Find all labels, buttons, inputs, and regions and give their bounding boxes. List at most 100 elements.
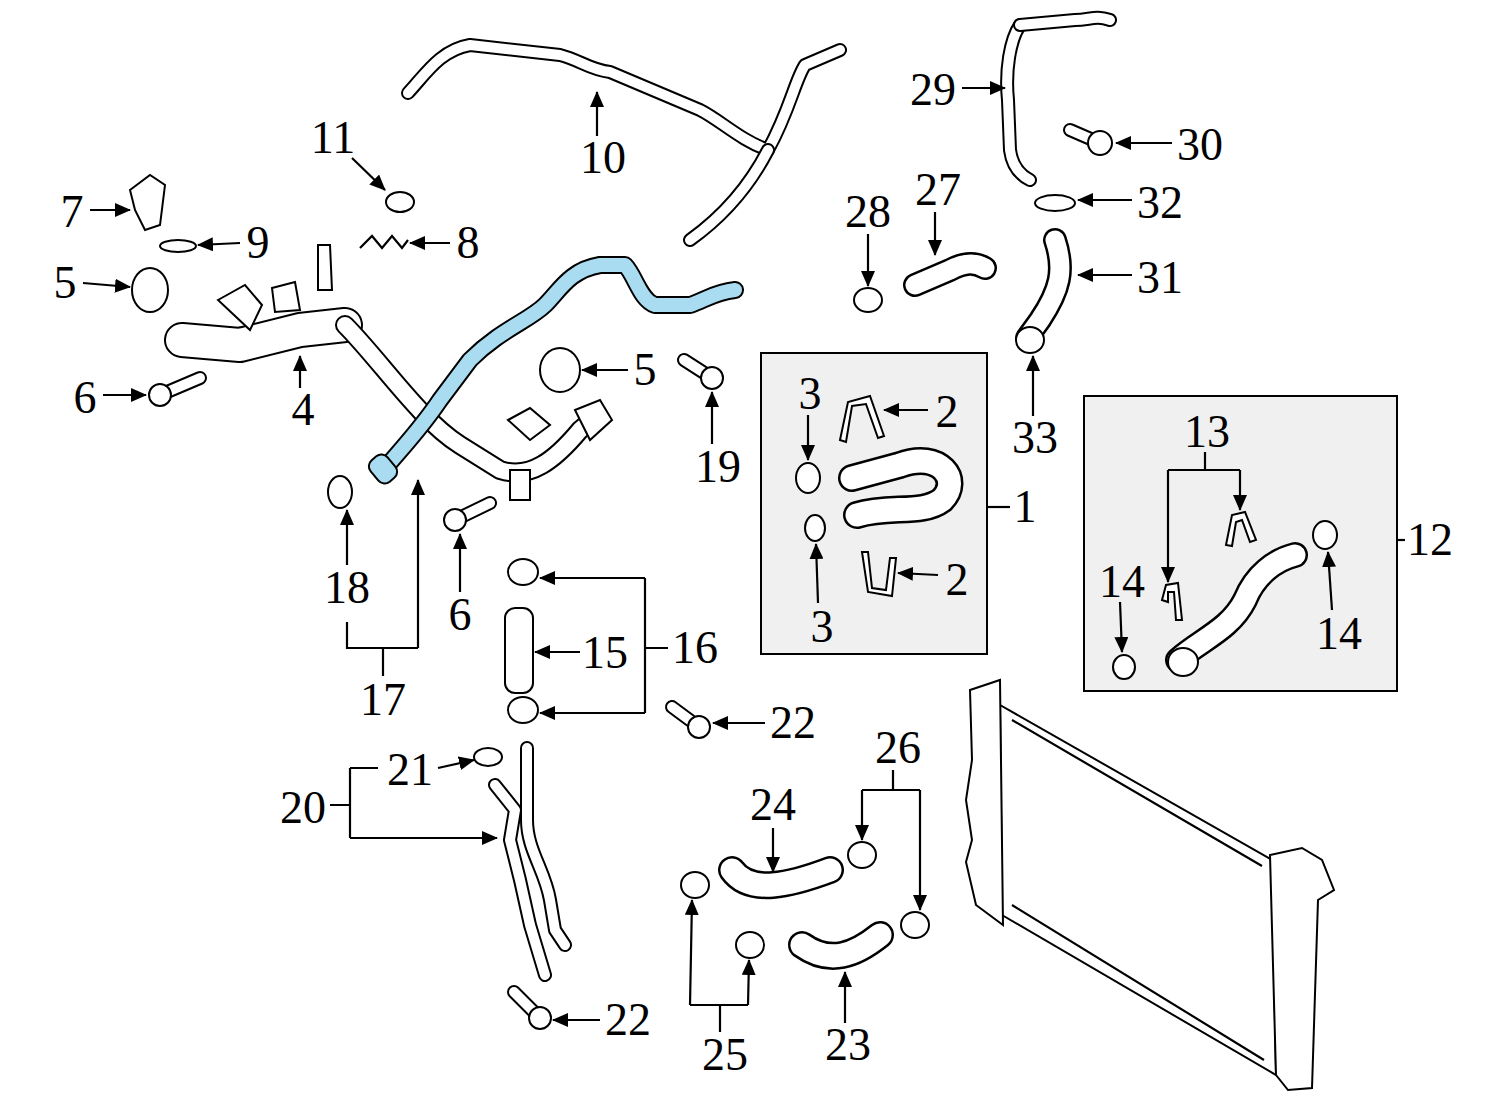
hose-tube — [690, 150, 768, 240]
hose-clamp — [901, 912, 929, 938]
leader-line — [844, 972, 846, 1023]
callout-number: 22 — [605, 997, 651, 1043]
fastener — [1162, 583, 1182, 620]
leader-line — [748, 960, 749, 1005]
callout-number: 5 — [54, 260, 77, 306]
bolt — [149, 130, 1112, 1029]
housing-detail — [272, 282, 300, 312]
leader-line — [582, 369, 628, 371]
leader-line — [535, 651, 580, 653]
callout-number: 23 — [825, 1022, 871, 1068]
hose-tube — [915, 264, 985, 285]
hose-clamp — [1168, 648, 1198, 676]
housing-detail — [366, 451, 401, 487]
callout-number: 3 — [799, 371, 822, 417]
radiator — [1012, 720, 1264, 1060]
hose-tube — [382, 265, 735, 472]
hose-tube — [1007, 25, 1030, 180]
housing-detail — [318, 245, 332, 290]
callout-number: 12 — [1407, 517, 1453, 563]
callout-number: 16 — [672, 625, 718, 671]
leader-line — [1120, 602, 1122, 652]
callout-number: 1 — [1014, 484, 1037, 530]
callout-number: 6 — [449, 592, 472, 638]
leader-line — [83, 88, 1405, 1032]
hose-clamp — [736, 932, 764, 958]
hose-tube — [382, 265, 735, 472]
leader-line — [330, 768, 378, 838]
hose-tube — [732, 870, 830, 885]
leader-line — [988, 506, 1010, 508]
callout-number: 31 — [1137, 255, 1183, 301]
leader-line — [299, 356, 301, 388]
callout-number: 17 — [360, 677, 406, 723]
bolt — [149, 384, 171, 406]
callout-number: 30 — [1177, 122, 1223, 168]
leader-line — [347, 622, 418, 676]
bolt — [688, 716, 710, 738]
hose-clamp — [854, 288, 882, 312]
leader-line — [690, 900, 692, 1005]
fastener — [360, 236, 408, 248]
callout-number: 20 — [280, 785, 326, 831]
hose-clamp — [848, 842, 876, 868]
callout-number: 4 — [292, 387, 315, 433]
callout-number: 7 — [61, 189, 84, 235]
hose-tube — [1020, 18, 1110, 25]
callout-number: 28 — [845, 189, 891, 235]
leader-line — [1116, 142, 1172, 144]
leader-line — [645, 578, 668, 713]
callout-number: 13 — [1184, 409, 1230, 455]
hose-tube — [852, 461, 950, 515]
fastener — [505, 608, 533, 693]
bolt — [1088, 131, 1112, 155]
callout-number: 2 — [946, 557, 969, 603]
leader-line — [346, 510, 348, 565]
callout-number: 14 — [1099, 559, 1145, 605]
callout-number: 15 — [582, 630, 628, 676]
hose-tube — [182, 18, 1295, 975]
leader-line — [867, 234, 869, 286]
hose-clamp — [508, 697, 538, 723]
inset-box: 3232 — [760, 352, 988, 655]
leader-line — [861, 790, 863, 840]
hose-tube — [802, 935, 880, 956]
hose-tube — [1020, 18, 1110, 25]
leader-line — [862, 770, 920, 790]
callout-number: 25 — [702, 1032, 748, 1078]
leader-line — [350, 837, 497, 839]
hose-clamp — [386, 192, 1198, 958]
leader-line — [459, 534, 461, 592]
callout-number: 5 — [634, 347, 657, 393]
leader-line — [1239, 470, 1241, 510]
leader-line — [1078, 199, 1132, 201]
hose-tube — [182, 325, 345, 345]
callout-number: 22 — [770, 700, 816, 746]
leader-line — [90, 209, 130, 211]
callout-number: 9 — [247, 220, 270, 266]
hose-clamp — [508, 559, 538, 585]
leader-line — [934, 212, 936, 255]
callout-number: 24 — [750, 782, 796, 828]
o-ring — [160, 240, 196, 252]
fastener — [1226, 512, 1256, 546]
bolt — [444, 509, 466, 531]
housing-detail — [218, 285, 262, 330]
inset-ground — [761, 353, 987, 654]
hose-clamp — [1016, 327, 1044, 353]
hose-tube — [182, 325, 345, 345]
hose-clamp — [1035, 195, 1075, 211]
leader-line — [884, 409, 928, 411]
radiator — [1000, 705, 1276, 1075]
callout-number: 14 — [1316, 611, 1362, 657]
housing-detail — [575, 400, 612, 440]
leader-line — [198, 243, 240, 245]
radiator — [966, 680, 1003, 925]
leader-line — [540, 577, 645, 579]
leader-line — [410, 242, 450, 244]
o-ring — [132, 240, 1337, 766]
housing-detail — [510, 470, 530, 500]
hose-tube — [732, 870, 830, 885]
leader-line — [898, 573, 938, 575]
callout-number: 11 — [311, 115, 355, 161]
